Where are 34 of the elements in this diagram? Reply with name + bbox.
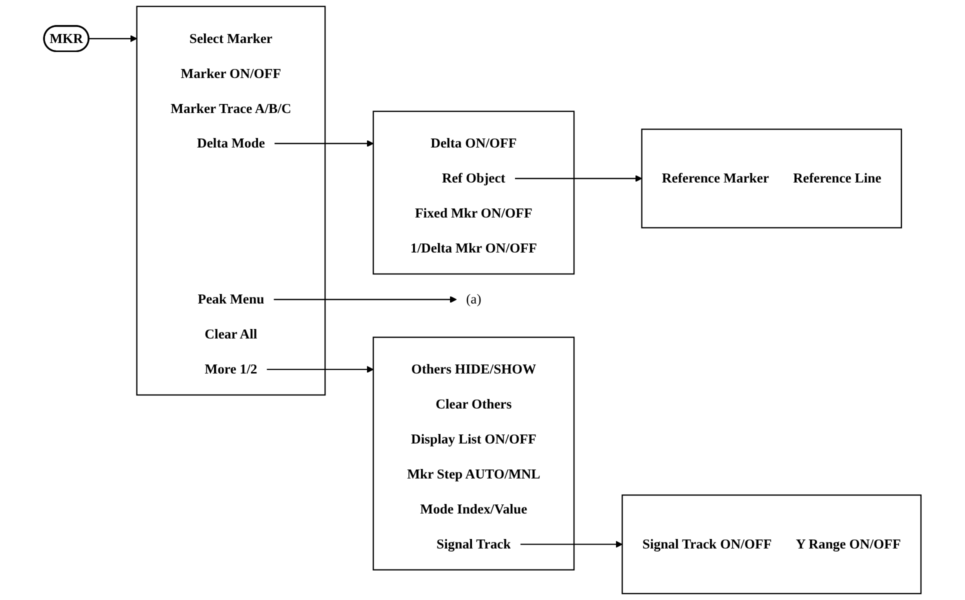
menu-item: Marker ON/OFF [180,66,282,81]
menu-item: Signal Track ON/OFF [642,536,772,552]
menu-item: Marker Trace A/B/C [170,100,292,116]
menu-item: Signal Track [436,536,511,552]
menu-item: Ref Object [442,170,506,186]
menu-item: Fixed Mkr ON/OFF [414,206,532,221]
menu-bracket [641,128,902,228]
arrow [266,366,374,373]
menu-item: 1/Delta Mkr ON/OFF [410,240,537,256]
menu-item: Mkr Step AUTO/MNL [407,466,540,482]
menu-bracket [372,110,575,275]
menu-item: Peak Menu [198,292,264,307]
arrow [274,140,374,148]
menu-bracket [622,494,922,594]
key-button: MKR [43,25,90,52]
menu-bracket [136,6,326,396]
menu-item: Mode Index/Value [420,502,528,517]
arrow [274,296,457,304]
menu-item: Clear Others [436,396,512,412]
arrow [515,174,642,182]
menu-item: Delta Mode [196,136,265,151]
menu-bracket [372,336,575,570]
menu-item: (a) [466,292,482,307]
menu-item: Reference Marker [662,170,770,186]
arrow [520,540,623,548]
menu-item: Others HIDE/SHOW [411,362,536,377]
menu-item: Select Marker [189,30,272,46]
menu-item: Y Range ON/OFF [796,536,901,552]
menu-item: Delta ON/OFF [430,136,517,151]
menu-item: Reference Line [793,170,882,186]
menu-item: More 1/2 [204,362,258,377]
menu-item: Clear All [204,326,258,342]
menu-item: Display List ON/OFF [411,432,536,447]
arrow [88,35,138,42]
